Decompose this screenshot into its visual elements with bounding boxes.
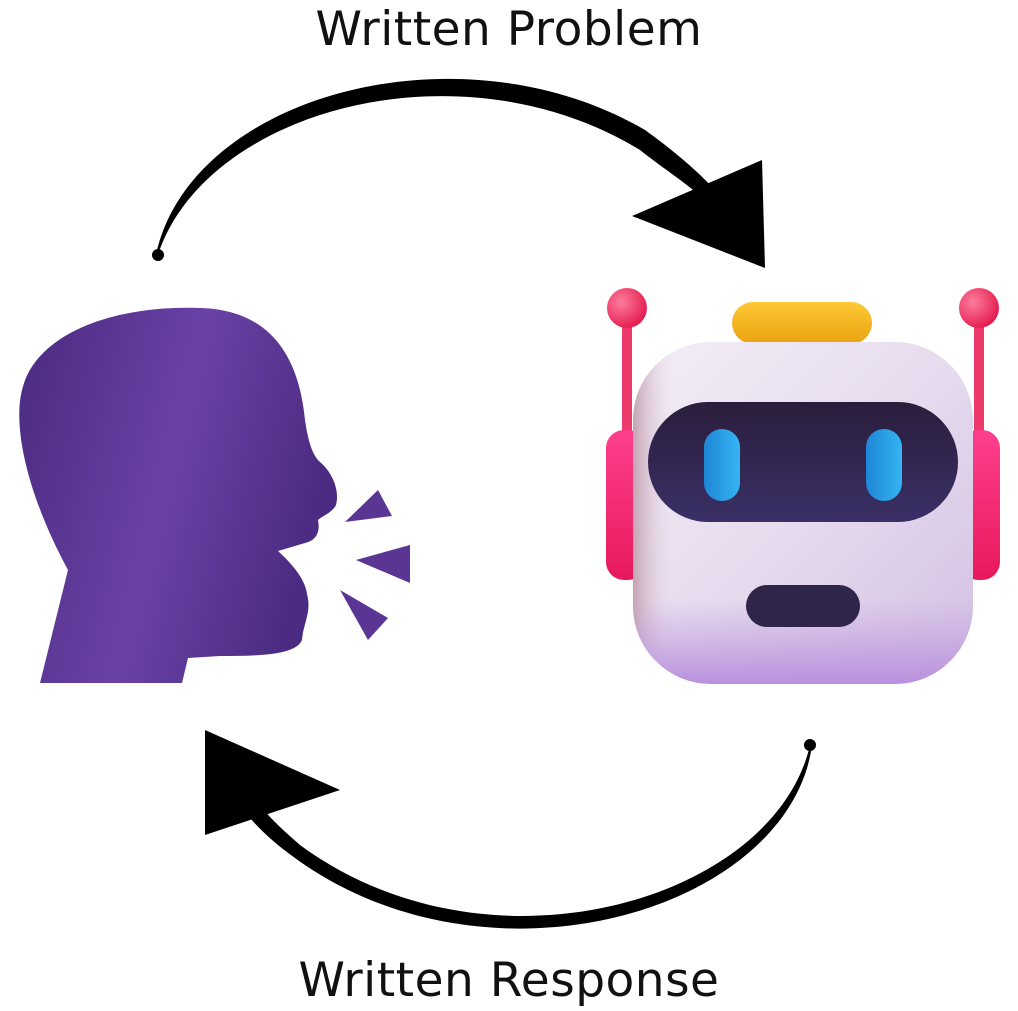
robot-right-eye bbox=[866, 429, 902, 501]
speaking-head-icon bbox=[19, 307, 410, 683]
curved-arrow-left-icon bbox=[205, 730, 816, 929]
robot-icon bbox=[606, 288, 1000, 684]
curved-arrow-right-icon bbox=[152, 78, 765, 268]
robot-left-eye bbox=[704, 429, 740, 501]
label-written-response: Written Response bbox=[298, 953, 720, 1008]
label-written-problem: Written Problem bbox=[315, 2, 703, 57]
